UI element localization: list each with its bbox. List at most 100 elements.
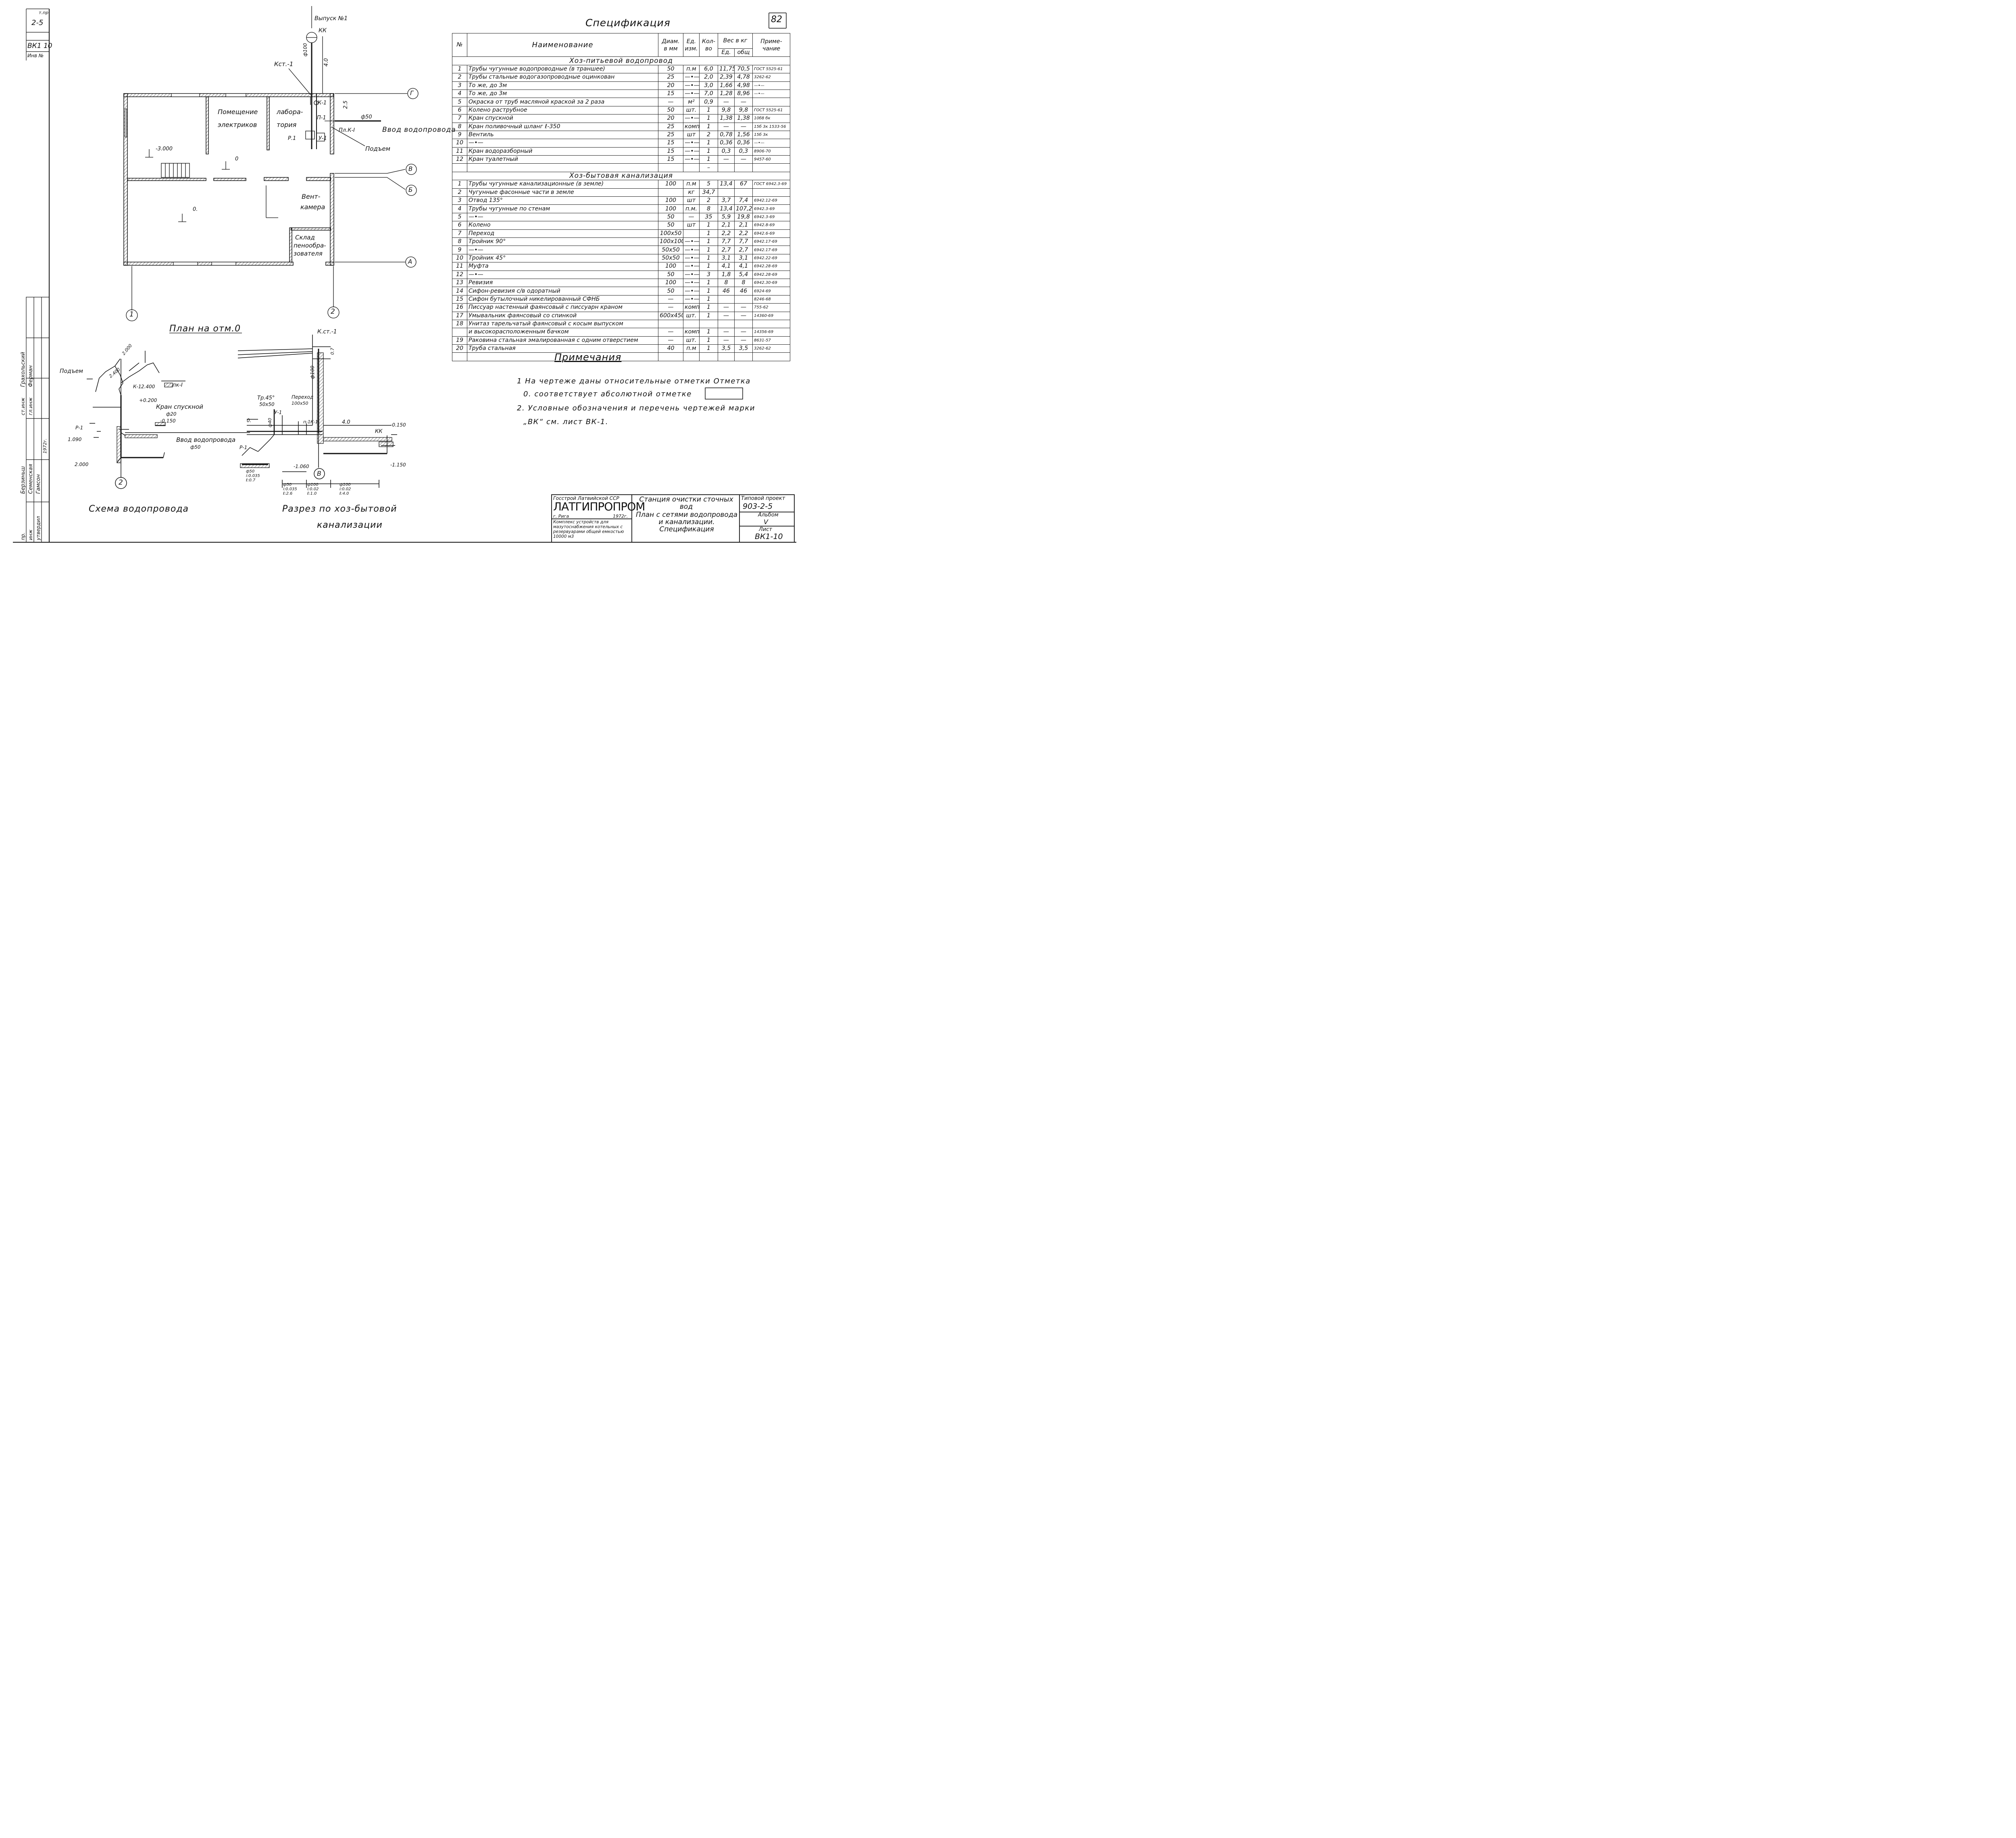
spec-cell: Отвод 135° <box>467 196 658 205</box>
spec-cell: 6 <box>452 221 467 230</box>
plan-y1: У-1 <box>319 135 327 142</box>
spec-cell: Трубы чугунные водопроводные (в траншее) <box>467 65 658 74</box>
spec-cell: — <box>734 155 753 164</box>
spec-cell: 6942.3-69 <box>752 204 791 213</box>
spec-cell <box>734 188 753 197</box>
spec-cell: 5,9 <box>718 212 735 222</box>
spec-cell: 1,28 <box>718 89 735 98</box>
spec-cell: — <box>718 122 735 131</box>
spec-cell: 0,3 <box>734 147 753 156</box>
spec-cell: 1 <box>452 65 467 74</box>
spec-cell <box>452 163 467 172</box>
spec-cell: —•— <box>683 114 700 123</box>
spec-cell: кг <box>683 188 700 197</box>
spec-cell: 9,8 <box>734 106 753 115</box>
spec-cell: 8 <box>734 278 753 287</box>
section-perekhod: Переход <box>292 394 314 400</box>
spec-cell: Муфта <box>467 262 658 271</box>
spec-cell: 16 <box>452 303 467 312</box>
spec-cell: 1 <box>699 122 718 131</box>
spec-cell: — <box>734 336 753 345</box>
spec-cell: 5 <box>699 180 718 189</box>
spec-cell: 4,78 <box>734 73 753 82</box>
spec-cell: 50 <box>658 65 683 74</box>
spec-cell: — <box>658 98 683 106</box>
spec-cell: —•— <box>752 89 791 98</box>
tb-complex: Комплекс устройств для мазутоснабжения к… <box>553 520 624 539</box>
spec-cell: 4 <box>452 89 467 98</box>
section-r1: Р-1 <box>240 445 248 450</box>
stamp-name-2: Ферман <box>28 365 34 387</box>
plan-d100: ф100 <box>302 43 308 56</box>
spec-cell: 50x50 <box>658 246 683 254</box>
room-lab-line1: лабора- <box>277 108 303 116</box>
spec-cell <box>718 295 735 304</box>
spec-cell <box>452 328 467 337</box>
spec-cell: — <box>658 303 683 312</box>
spec-cell: 600x450 <box>658 311 683 320</box>
spec-cell: 2,1 <box>718 221 735 230</box>
spec-cell: – <box>699 163 718 172</box>
spec-cell: 5,4 <box>734 270 753 279</box>
spec-cell: 18 <box>452 319 467 329</box>
spec-cell: Кран поливочный шланг ℓ-350 <box>467 122 658 131</box>
spec-cell <box>734 163 753 172</box>
spec-cell: 15 <box>452 295 467 304</box>
spec-cell: 7 <box>452 114 467 123</box>
spec-cell: 2 <box>452 73 467 82</box>
spec-cell: 6942.28-69 <box>752 270 791 279</box>
scheme-caption: Схема водопровода <box>89 504 189 514</box>
spec-cell: 1 <box>699 262 718 271</box>
scheme-axis-2: 2 <box>119 479 123 487</box>
spec-cell: 8 <box>452 122 467 131</box>
spec-cell: 3 <box>452 196 467 205</box>
spec-cell <box>734 352 753 361</box>
scheme-plus0200: +0.200 <box>139 398 157 403</box>
spec-cell: 6924-69 <box>752 287 791 296</box>
spec-cell: — <box>658 336 683 345</box>
spec-cell <box>752 352 791 361</box>
spec-cell: шт <box>683 196 700 205</box>
spec-cell: —•— <box>683 81 700 90</box>
spec-cell: Унитаз тарельчатый фаянсовый с косым вып… <box>467 319 658 329</box>
spec-cell: 2 <box>452 188 467 197</box>
stamp-role-2: гл.инж <box>28 397 33 415</box>
stamp-role-4: инж <box>28 529 33 540</box>
spec-cell: — <box>718 311 735 320</box>
section-dim40: 4.0 <box>342 419 350 425</box>
spec-cell: 3,1 <box>734 254 753 263</box>
spec-cell: 6942.3-69 <box>752 212 791 222</box>
section-caption-line1: Разрез по хоз-бытовой <box>282 504 397 514</box>
spec-cell <box>658 319 683 329</box>
spec-cell: 8,96 <box>734 89 753 98</box>
room-sklad-line2: пенообра- <box>294 242 326 249</box>
section-caption-line2: канализации <box>317 520 383 530</box>
spec-cell: Писсуар настенный фаянсовый с писсуарн к… <box>467 303 658 312</box>
section-kk: КК <box>375 429 383 435</box>
spec-cell: —•— <box>467 212 658 222</box>
spec-row: и высокорасположенным бачком—компл.1——14… <box>452 328 791 337</box>
spec-header-subrow: Ед. общ <box>452 48 790 57</box>
scheme-podyem: Подъем <box>60 368 83 375</box>
spec-cell: 1 <box>699 278 718 287</box>
spec-cell: 1 <box>699 237 718 246</box>
spec-header-row: № Наименование Диам. в мм Ед. изм. Кол-в… <box>452 33 791 57</box>
axis-1-label: 1 <box>129 310 134 318</box>
plan-p1: П-1 <box>317 115 326 121</box>
spec-cell: 6942.30-69 <box>752 278 791 287</box>
spec-cell: 20 <box>658 114 683 123</box>
spec-cell: 8 <box>699 204 718 213</box>
spec-cell <box>734 295 753 304</box>
spec-cell: 3,0 <box>699 81 718 90</box>
